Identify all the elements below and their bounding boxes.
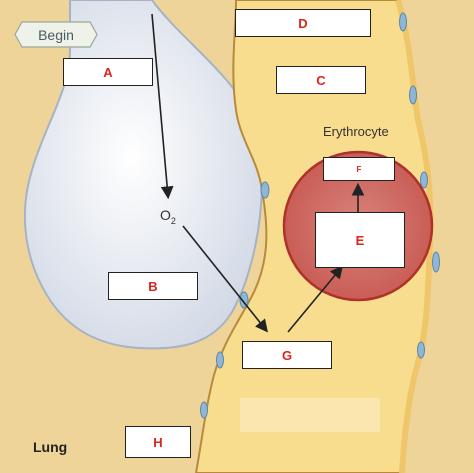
label-box-e[interactable]: E (315, 212, 405, 268)
arrow-o2-to-g (182, 225, 268, 333)
blank-strip (240, 398, 380, 432)
arrow-g-to-e (287, 265, 344, 333)
arrow-down-to-o2 (151, 13, 174, 200)
alveolus (23, 0, 264, 350)
begin-button-shape (14, 21, 98, 48)
lung-label: Lung (33, 439, 68, 455)
label-box-c[interactable]: C (276, 66, 366, 94)
begin-button[interactable]: Begin (14, 21, 98, 48)
label-box-d[interactable]: D (235, 9, 371, 37)
label-box-f[interactable]: F (323, 157, 395, 181)
label-box-h[interactable]: H (125, 426, 191, 458)
o2-label: O2 (160, 207, 176, 226)
label-box-g[interactable]: G (242, 341, 332, 369)
begin-button-label: Begin (38, 26, 74, 43)
label-box-a[interactable]: A (63, 58, 153, 86)
o2-symbol: O (160, 207, 171, 223)
erythrocyte-label: Erythrocyte (323, 124, 389, 139)
label-box-b[interactable]: B (108, 272, 198, 300)
o2-subscript: 2 (170, 215, 176, 226)
